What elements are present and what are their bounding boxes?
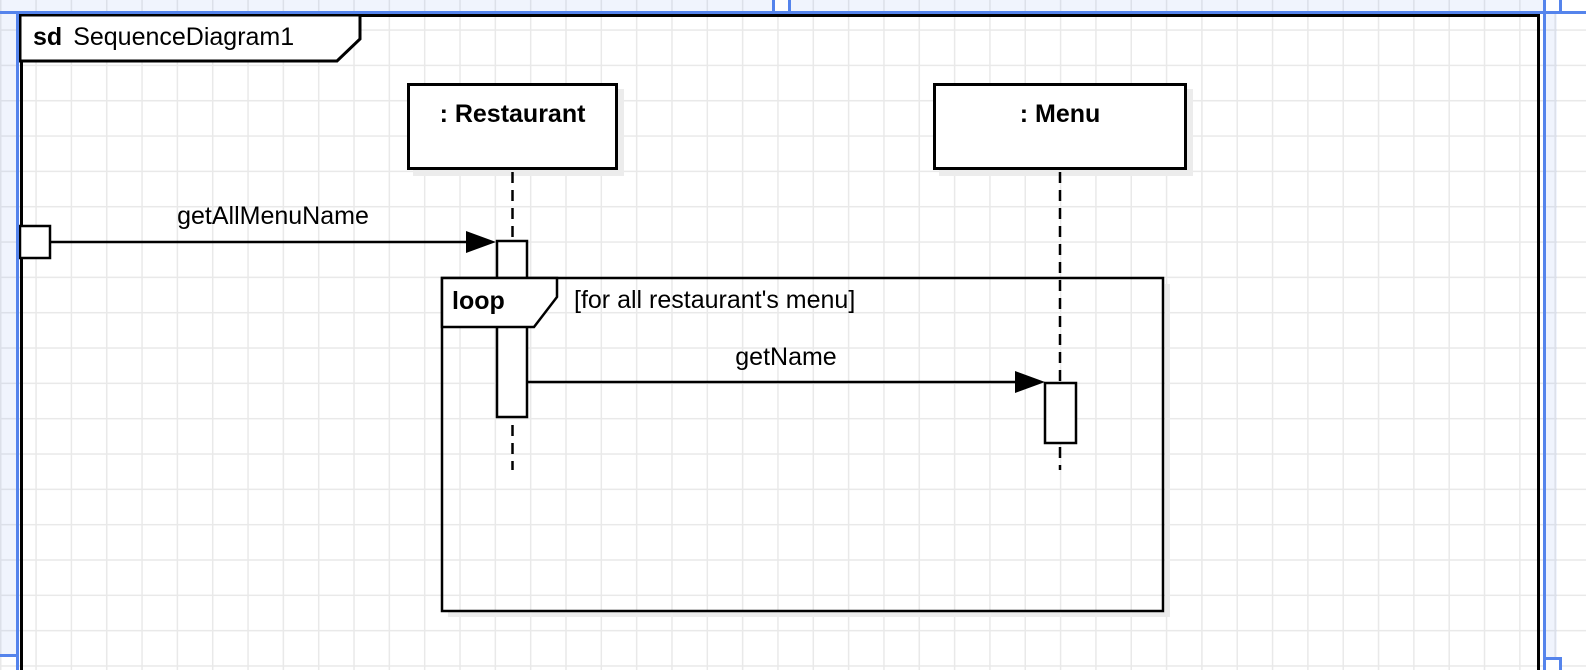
page-margin-left bbox=[0, 14, 16, 655]
lifeline-head-restaurant[interactable]: : Restaurant bbox=[407, 83, 618, 170]
page-break-marker-top-right bbox=[1543, 0, 1562, 11]
loop-fragment[interactable] bbox=[440, 276, 1165, 613]
message-label-getallmenuname[interactable]: getAllMenuName bbox=[177, 202, 369, 230]
lifeline-head-menu[interactable]: : Menu bbox=[933, 83, 1187, 170]
frame-title: SequenceDiagram1 bbox=[73, 23, 295, 51]
loop-fragment-shadow bbox=[448, 612, 1170, 617]
message-label-getname[interactable]: getName bbox=[735, 343, 837, 371]
frame-name-pentagon[interactable] bbox=[18, 13, 362, 63]
loop-guard-label[interactable]: [for all restaurant's menu] bbox=[574, 286, 856, 314]
message-arrowhead-icon bbox=[466, 231, 496, 253]
loop-operator-pentagon[interactable] bbox=[440, 276, 559, 329]
frame-name-label[interactable]: sd SequenceDiagram1 bbox=[33, 24, 294, 51]
page-guide-line-bottom-left bbox=[0, 654, 16, 657]
page-guide-line-top bbox=[0, 11, 1586, 14]
sequence-diagram-frame[interactable] bbox=[20, 14, 1540, 670]
frame-keyword: sd bbox=[33, 23, 63, 51]
found-message-endpoint[interactable] bbox=[18, 224, 52, 260]
page-guide-line-left bbox=[16, 11, 19, 670]
message-arrowhead-icon bbox=[1015, 371, 1045, 393]
loop-fragment-shadow bbox=[1165, 284, 1170, 617]
activation-menu[interactable] bbox=[1043, 381, 1078, 445]
page-break-marker-bottom-right bbox=[1543, 657, 1562, 670]
page-margin-right bbox=[1546, 14, 1557, 657]
page-break-marker-top bbox=[772, 0, 791, 11]
activation-restaurant[interactable] bbox=[495, 239, 529, 419]
lifeline-label: : Restaurant bbox=[439, 100, 586, 128]
page-guide-line-right bbox=[1543, 11, 1546, 670]
lifeline-label: : Menu bbox=[1019, 100, 1101, 128]
loop-operator-label[interactable]: loop bbox=[452, 287, 505, 315]
